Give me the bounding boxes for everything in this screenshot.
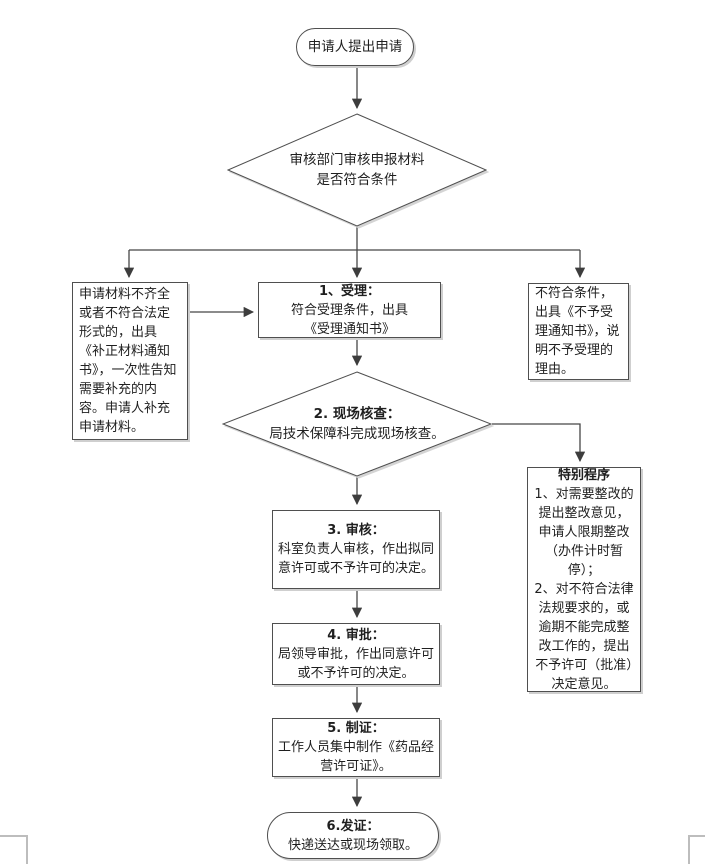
diamond-shape [222,371,492,477]
decision2-body: 局技术保障科完成现场核查。 [269,426,445,442]
node-supplement-materials: 申请材料不齐全或者不符合法定形式的，出具《补正材料通知书》，一次性告知需要补充的… [72,282,188,440]
node-special-procedure: 特别程序 1、对需要整改的提出整改意见，申请人限期整改（办件计时暂停）； 2、对… [527,467,641,692]
node-reject: 不符合条件，出具《不予受理通知书》，说明不予受理的理由。 [528,283,629,380]
page-margin-corner-bottom-left [0,835,27,837]
node-decision-onsite-check: 2. 现场核查： 局技术保障科完成现场核查。 [222,371,492,477]
connector-decision2-to-special [492,423,586,463]
page-margin-corner-bottom-right [688,835,705,837]
review-body: 科室负责人审核，作出拟同意许可或不予许可的决定。 [278,542,435,576]
issue-title: 6.发证： [326,818,380,834]
page-margin-corner-bottom-left [26,835,28,864]
accept-title: 1、受理： [318,283,381,299]
supplement-text: 申请材料不齐全或者不符合法定形式的，出具《补正材料通知书》，一次性告知需要补充的… [79,287,177,435]
node-review: 3. 审核： 科室负责人审核，作出拟同意许可或不予许可的决定。 [272,510,440,589]
decision1-line1: 审核部门审核申报材料 [289,152,425,168]
node-issue: 6.发证： 快递送达或现场领取。 [267,812,439,859]
node-start: 申请人提出申请 [296,28,414,66]
issue-body: 快递送达或现场领取。 [287,837,418,853]
special-body: 1、对需要整改的提出整改意见，申请人限期整改（办件计时暂停）； 2、对不符合法律… [534,486,634,692]
node-decision-materials: 审核部门审核申报材料 是否符合条件 [227,113,487,227]
special-title: 特别程序 [557,467,610,483]
certify-title: 5. 制证： [327,721,385,736]
diamond-shape [227,113,487,227]
node-certify: 5. 制证： 工作人员集中制作《药品经营许可证》。 [272,718,440,777]
node-start-label: 申请人提出申请 [307,38,403,55]
review-title: 3. 审核： [327,523,385,538]
reject-text: 不符合条件，出具《不予受理通知书》，说明不予受理的理由。 [535,286,620,377]
approve-title: 4. 审批： [327,627,385,643]
page-margin-corner-bottom-right [688,835,690,864]
approve-body: 局领导审批，作出同意许可或不予许可的决定。 [278,646,435,681]
accept-body: 符合受理条件，出具 《受理通知书》 [290,302,408,337]
certify-body: 工作人员集中制作《药品经营许可证》。 [278,740,435,774]
decision2-title: 2. 现场核查： [313,406,401,422]
node-approve: 4. 审批： 局领导审批，作出同意许可或不予许可的决定。 [272,623,440,685]
node-accept: 1、受理： 符合受理条件，出具 《受理通知书》 [258,282,441,338]
decision1-line2: 是否符合条件 [316,172,398,188]
